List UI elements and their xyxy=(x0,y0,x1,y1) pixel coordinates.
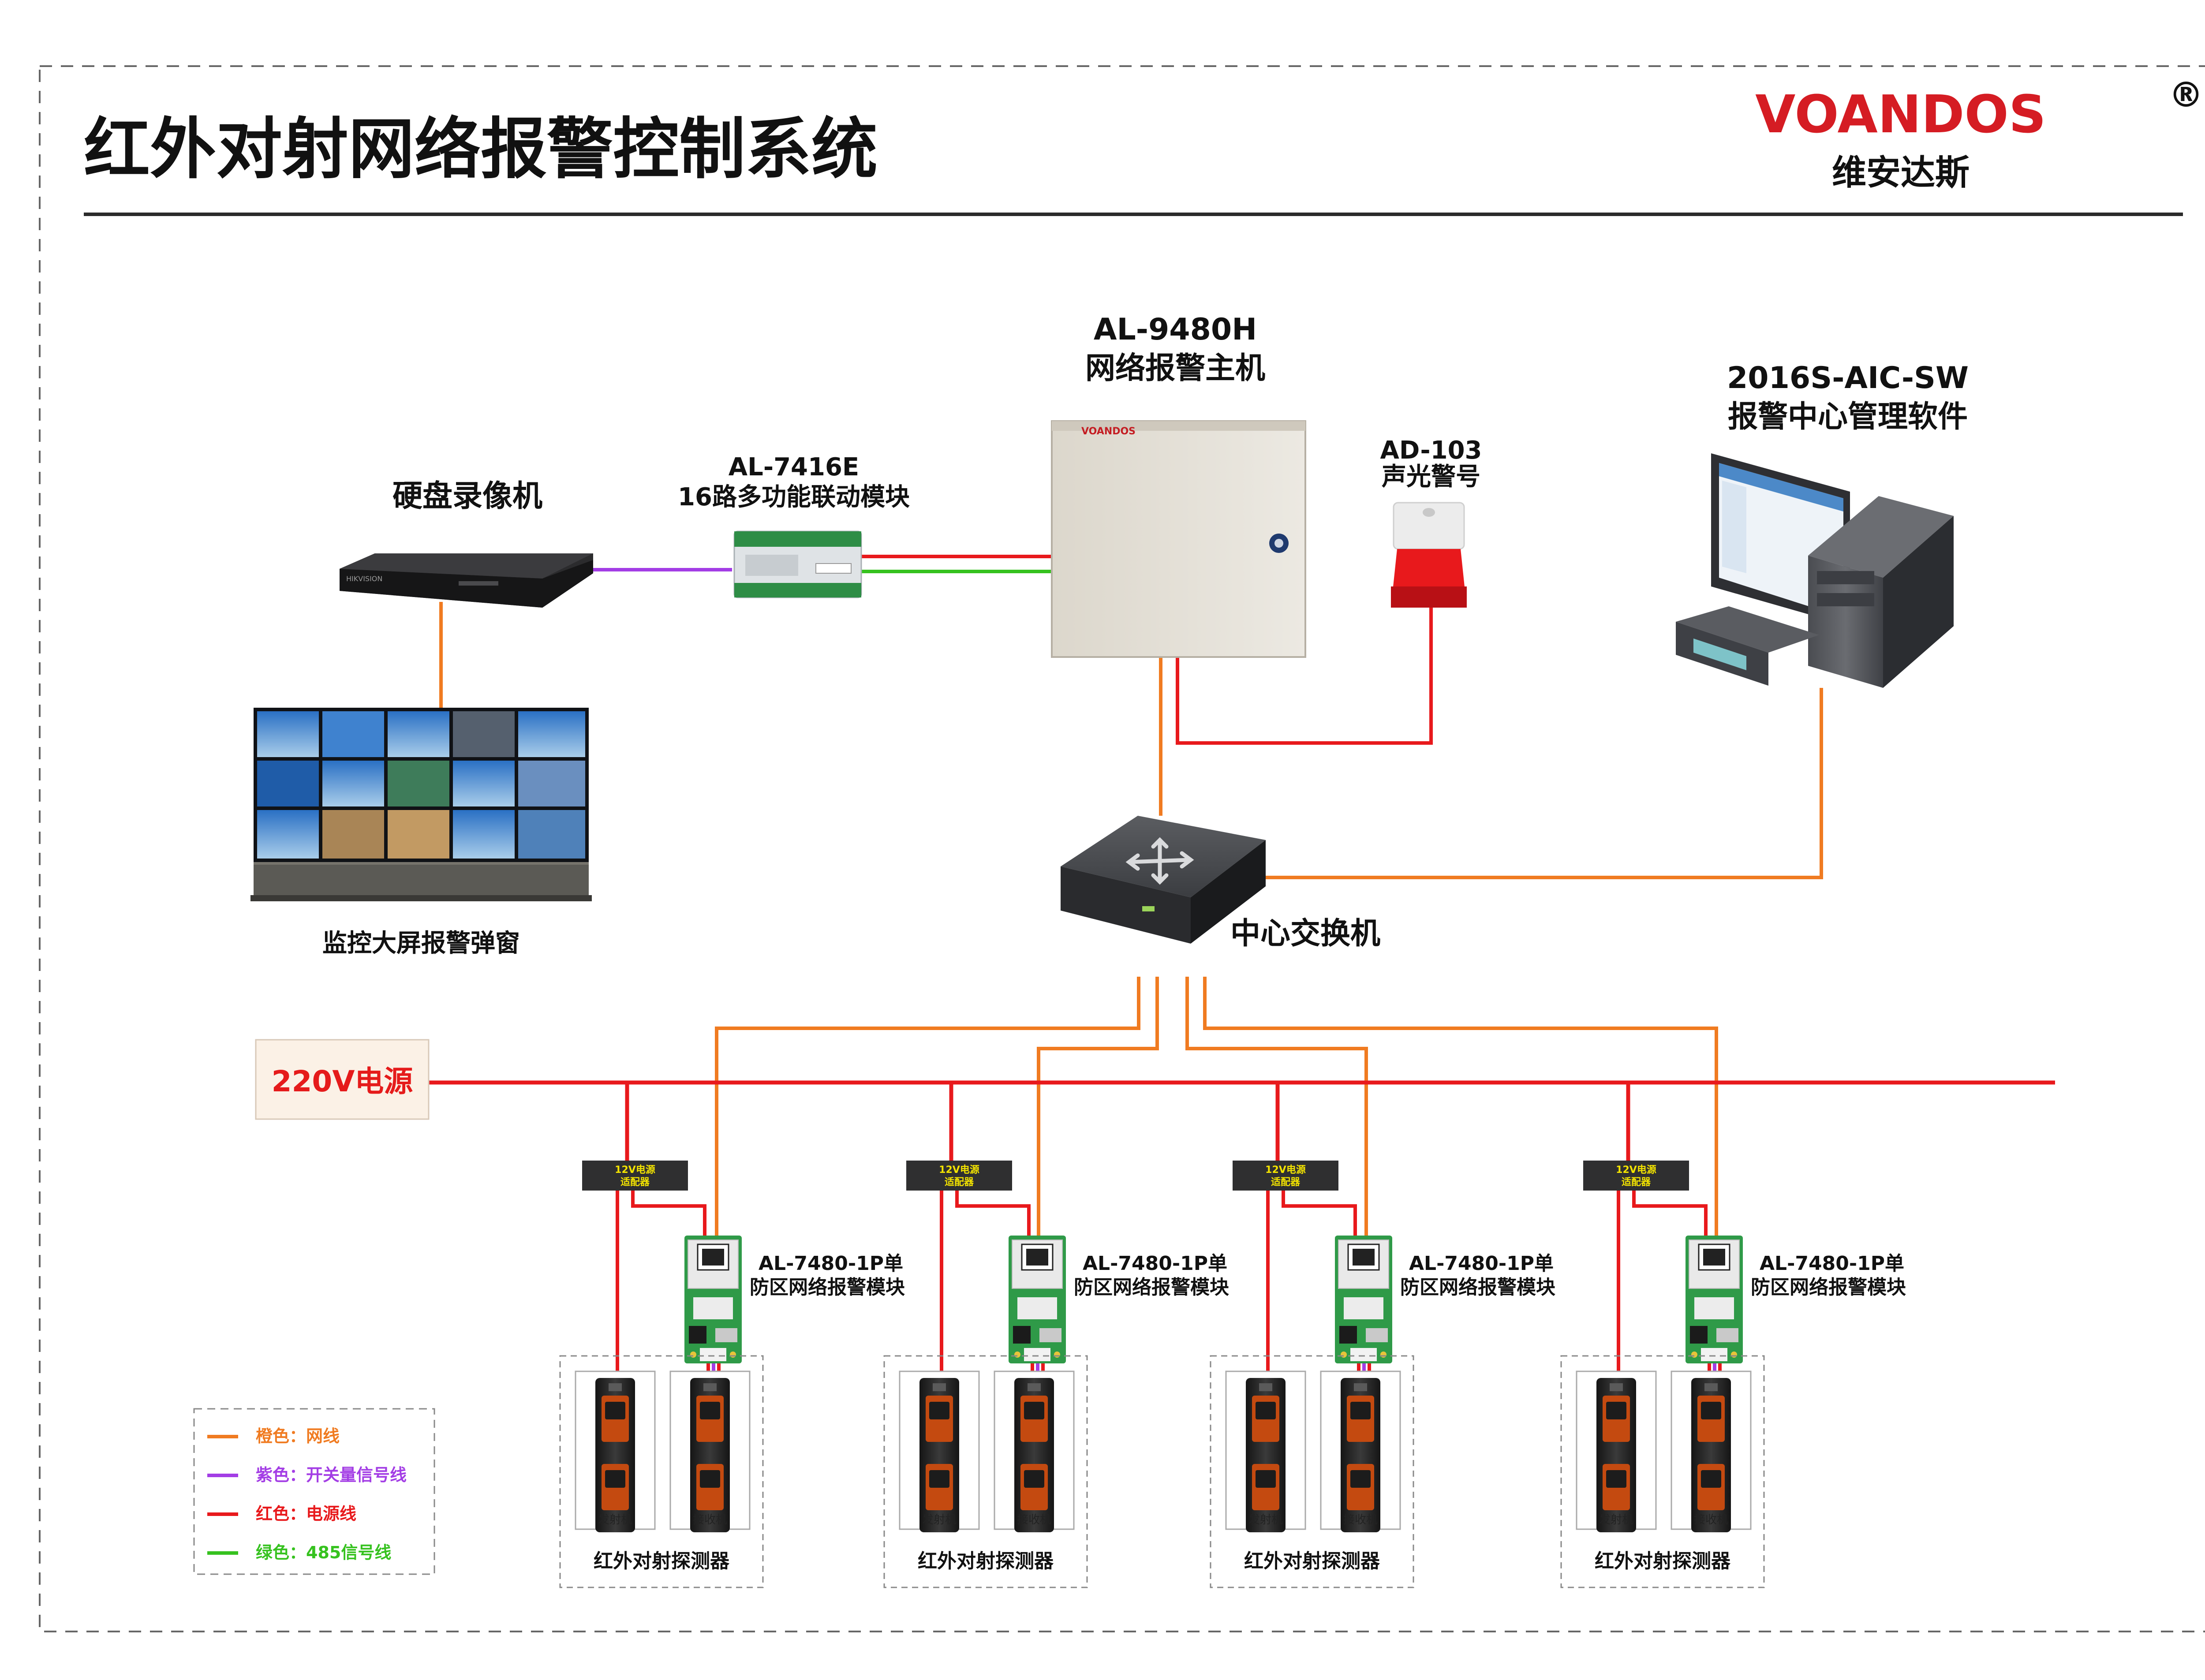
videowall-device xyxy=(250,708,592,901)
module-model-label: AL-7480-1P单 xyxy=(1760,1252,1904,1275)
module-name-label: 防区网络报警模块 xyxy=(1400,1276,1555,1299)
detector-label: 红外对射探测器 xyxy=(1595,1550,1731,1572)
power-adapter xyxy=(906,1161,1012,1191)
siren-device xyxy=(1391,502,1467,608)
power-adapter xyxy=(582,1161,688,1191)
receiver-unit xyxy=(1341,1378,1380,1532)
zone-network-module xyxy=(1334,1235,1393,1364)
receiver-label: 接收机 xyxy=(1694,1513,1728,1527)
transmitter-unit xyxy=(1596,1378,1636,1532)
receiver-unit xyxy=(690,1378,730,1532)
module-model-label: AL-7480-1P单 xyxy=(1409,1252,1554,1275)
software-name-label: 报警中心管理软件 xyxy=(1728,399,1968,434)
transmitter-unit xyxy=(919,1378,959,1532)
adapter-label-line1: 12V电源 xyxy=(939,1165,979,1176)
detector-group-frame xyxy=(1560,1355,1765,1588)
center-switch-device xyxy=(1061,816,1266,944)
adapter-label-line2: 适配器 xyxy=(945,1177,974,1188)
brand-chinese-name: 维安达斯 xyxy=(1832,153,1970,193)
receiver-unit xyxy=(1014,1378,1054,1532)
module-name-label: 防区网络报警模块 xyxy=(1074,1276,1229,1299)
transmitter-label: 发射机 xyxy=(1599,1513,1633,1527)
legend-label: 红色：电源线 xyxy=(256,1504,356,1523)
module-model-label: AL-7480-1P单 xyxy=(759,1252,903,1275)
detector-group-frame xyxy=(559,1355,764,1588)
adapter-label-line2: 适配器 xyxy=(620,1177,650,1188)
adapter-label-line2: 适配器 xyxy=(1622,1177,1651,1188)
linkage-model-label: AL-7416E xyxy=(729,453,859,482)
power-source xyxy=(255,1039,430,1120)
host-name-label: 网络报警主机 xyxy=(1085,351,1265,386)
alarm-host-cabinet xyxy=(1051,420,1306,658)
software-model-label: 2016S-AIC-SW xyxy=(1727,361,1969,396)
receiver-label: 接收机 xyxy=(1017,1513,1051,1527)
detector-label: 红外对射探测器 xyxy=(1244,1550,1380,1572)
transmitter-label: 发射机 xyxy=(598,1513,632,1527)
power-adapter xyxy=(1583,1161,1689,1191)
receiver-label: 接收机 xyxy=(693,1513,727,1527)
adapter-label-line1: 12V电源 xyxy=(1265,1165,1306,1176)
page-title: 红外对射网络报警控制系统 xyxy=(84,111,878,188)
linkage-name-label: 16路多功能联动模块 xyxy=(678,483,910,511)
brand-registered-mark: ® xyxy=(2169,75,2203,115)
adapter-label-line1: 12V电源 xyxy=(1616,1165,1656,1176)
zones-layer: 12V电源适配器AL-7480-1P单防区网络报警模块发射机接收机红外对射探测器… xyxy=(559,1083,1906,1588)
detector-label: 红外对射探测器 xyxy=(918,1550,1054,1572)
nvr-label: 硬盘录像机 xyxy=(392,479,542,514)
receiver-label: 接收机 xyxy=(1343,1513,1378,1527)
switch-label: 中心交换机 xyxy=(1230,916,1380,951)
legend-label: 橙色：网线 xyxy=(256,1426,340,1446)
module-name-label: 防区网络报警模块 xyxy=(1751,1276,1906,1299)
wiring xyxy=(429,555,2055,1236)
detector-group-frame xyxy=(883,1355,1088,1588)
zone-network-module xyxy=(684,1235,743,1364)
receiver-unit xyxy=(1691,1378,1731,1532)
header-rule xyxy=(84,213,2183,216)
software-workstation xyxy=(1676,453,1954,688)
transmitter-unit xyxy=(1246,1378,1286,1532)
power-adapter xyxy=(1233,1161,1338,1191)
module-model-label: AL-7480-1P单 xyxy=(1083,1252,1227,1275)
siren-model-label: AD-103 xyxy=(1380,436,1482,465)
detector-group-frame xyxy=(1210,1355,1414,1588)
siren-name-label: 声光警号 xyxy=(1382,463,1480,491)
legend-label: 绿色：485信号线 xyxy=(256,1543,391,1562)
zone-network-module xyxy=(1008,1235,1067,1364)
svg-text:HIKVISION: HIKVISION xyxy=(346,575,382,583)
transmitter-label: 发射机 xyxy=(922,1513,957,1527)
legend-label: 紫色：开关量信号线 xyxy=(256,1465,407,1485)
module-name-label: 防区网络报警模块 xyxy=(750,1276,905,1299)
detector-label: 红外对射探测器 xyxy=(594,1550,730,1572)
host-model-label: AL-9480H xyxy=(1094,312,1257,347)
zone-network-module xyxy=(1685,1235,1744,1364)
adapter-label-line1: 12V电源 xyxy=(615,1165,655,1176)
videowall-label: 监控大屏报警弹窗 xyxy=(322,929,520,958)
adapter-label-line2: 适配器 xyxy=(1271,1177,1301,1188)
brand-logo: VOANDOS xyxy=(1755,84,2046,145)
nvr-device: HIKVISION xyxy=(340,553,593,608)
transmitter-unit xyxy=(595,1378,635,1532)
power-label: 220V电源 xyxy=(272,1064,413,1098)
page-frame xyxy=(39,65,2205,1632)
host-panel-logo: VOANDOS xyxy=(1081,426,1136,437)
linkage-module-device xyxy=(733,530,862,598)
transmitter-label: 发射机 xyxy=(1248,1513,1283,1527)
